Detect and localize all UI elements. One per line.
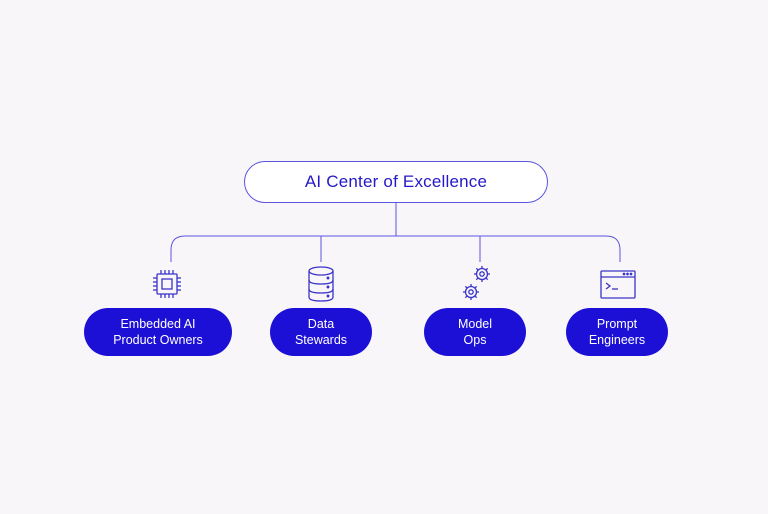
role-label-line2: Ops — [463, 333, 487, 347]
role-label-line1: Model — [457, 317, 493, 331]
role-label-line2: Stewards — [294, 333, 348, 347]
role-node-model-ops: Model Ops — [424, 308, 526, 356]
role-node-prompt-engineers: Prompt Engineers — [566, 308, 668, 356]
root-node-ai-coe: AI Center of Excellence — [244, 161, 548, 203]
role-label-line1: Embedded AI — [120, 317, 196, 331]
role-label-line2: Engineers — [588, 333, 646, 347]
role-label-line1: Data — [307, 317, 335, 331]
root-node-label: AI Center of Excellence — [304, 172, 488, 191]
horizontal-connector — [170, 235, 621, 262]
chip-icon — [153, 270, 181, 298]
database-icon — [308, 266, 334, 302]
gears-icon — [463, 266, 490, 300]
terminal-window-icon — [600, 270, 636, 299]
role-label-line2: Product Owners — [113, 333, 203, 347]
role-node-data-stewards: Data Stewards — [270, 308, 372, 356]
role-node-embedded-ai-product-owners: Embedded AI Product Owners — [84, 308, 232, 356]
role-label-line1: Prompt — [596, 317, 638, 331]
